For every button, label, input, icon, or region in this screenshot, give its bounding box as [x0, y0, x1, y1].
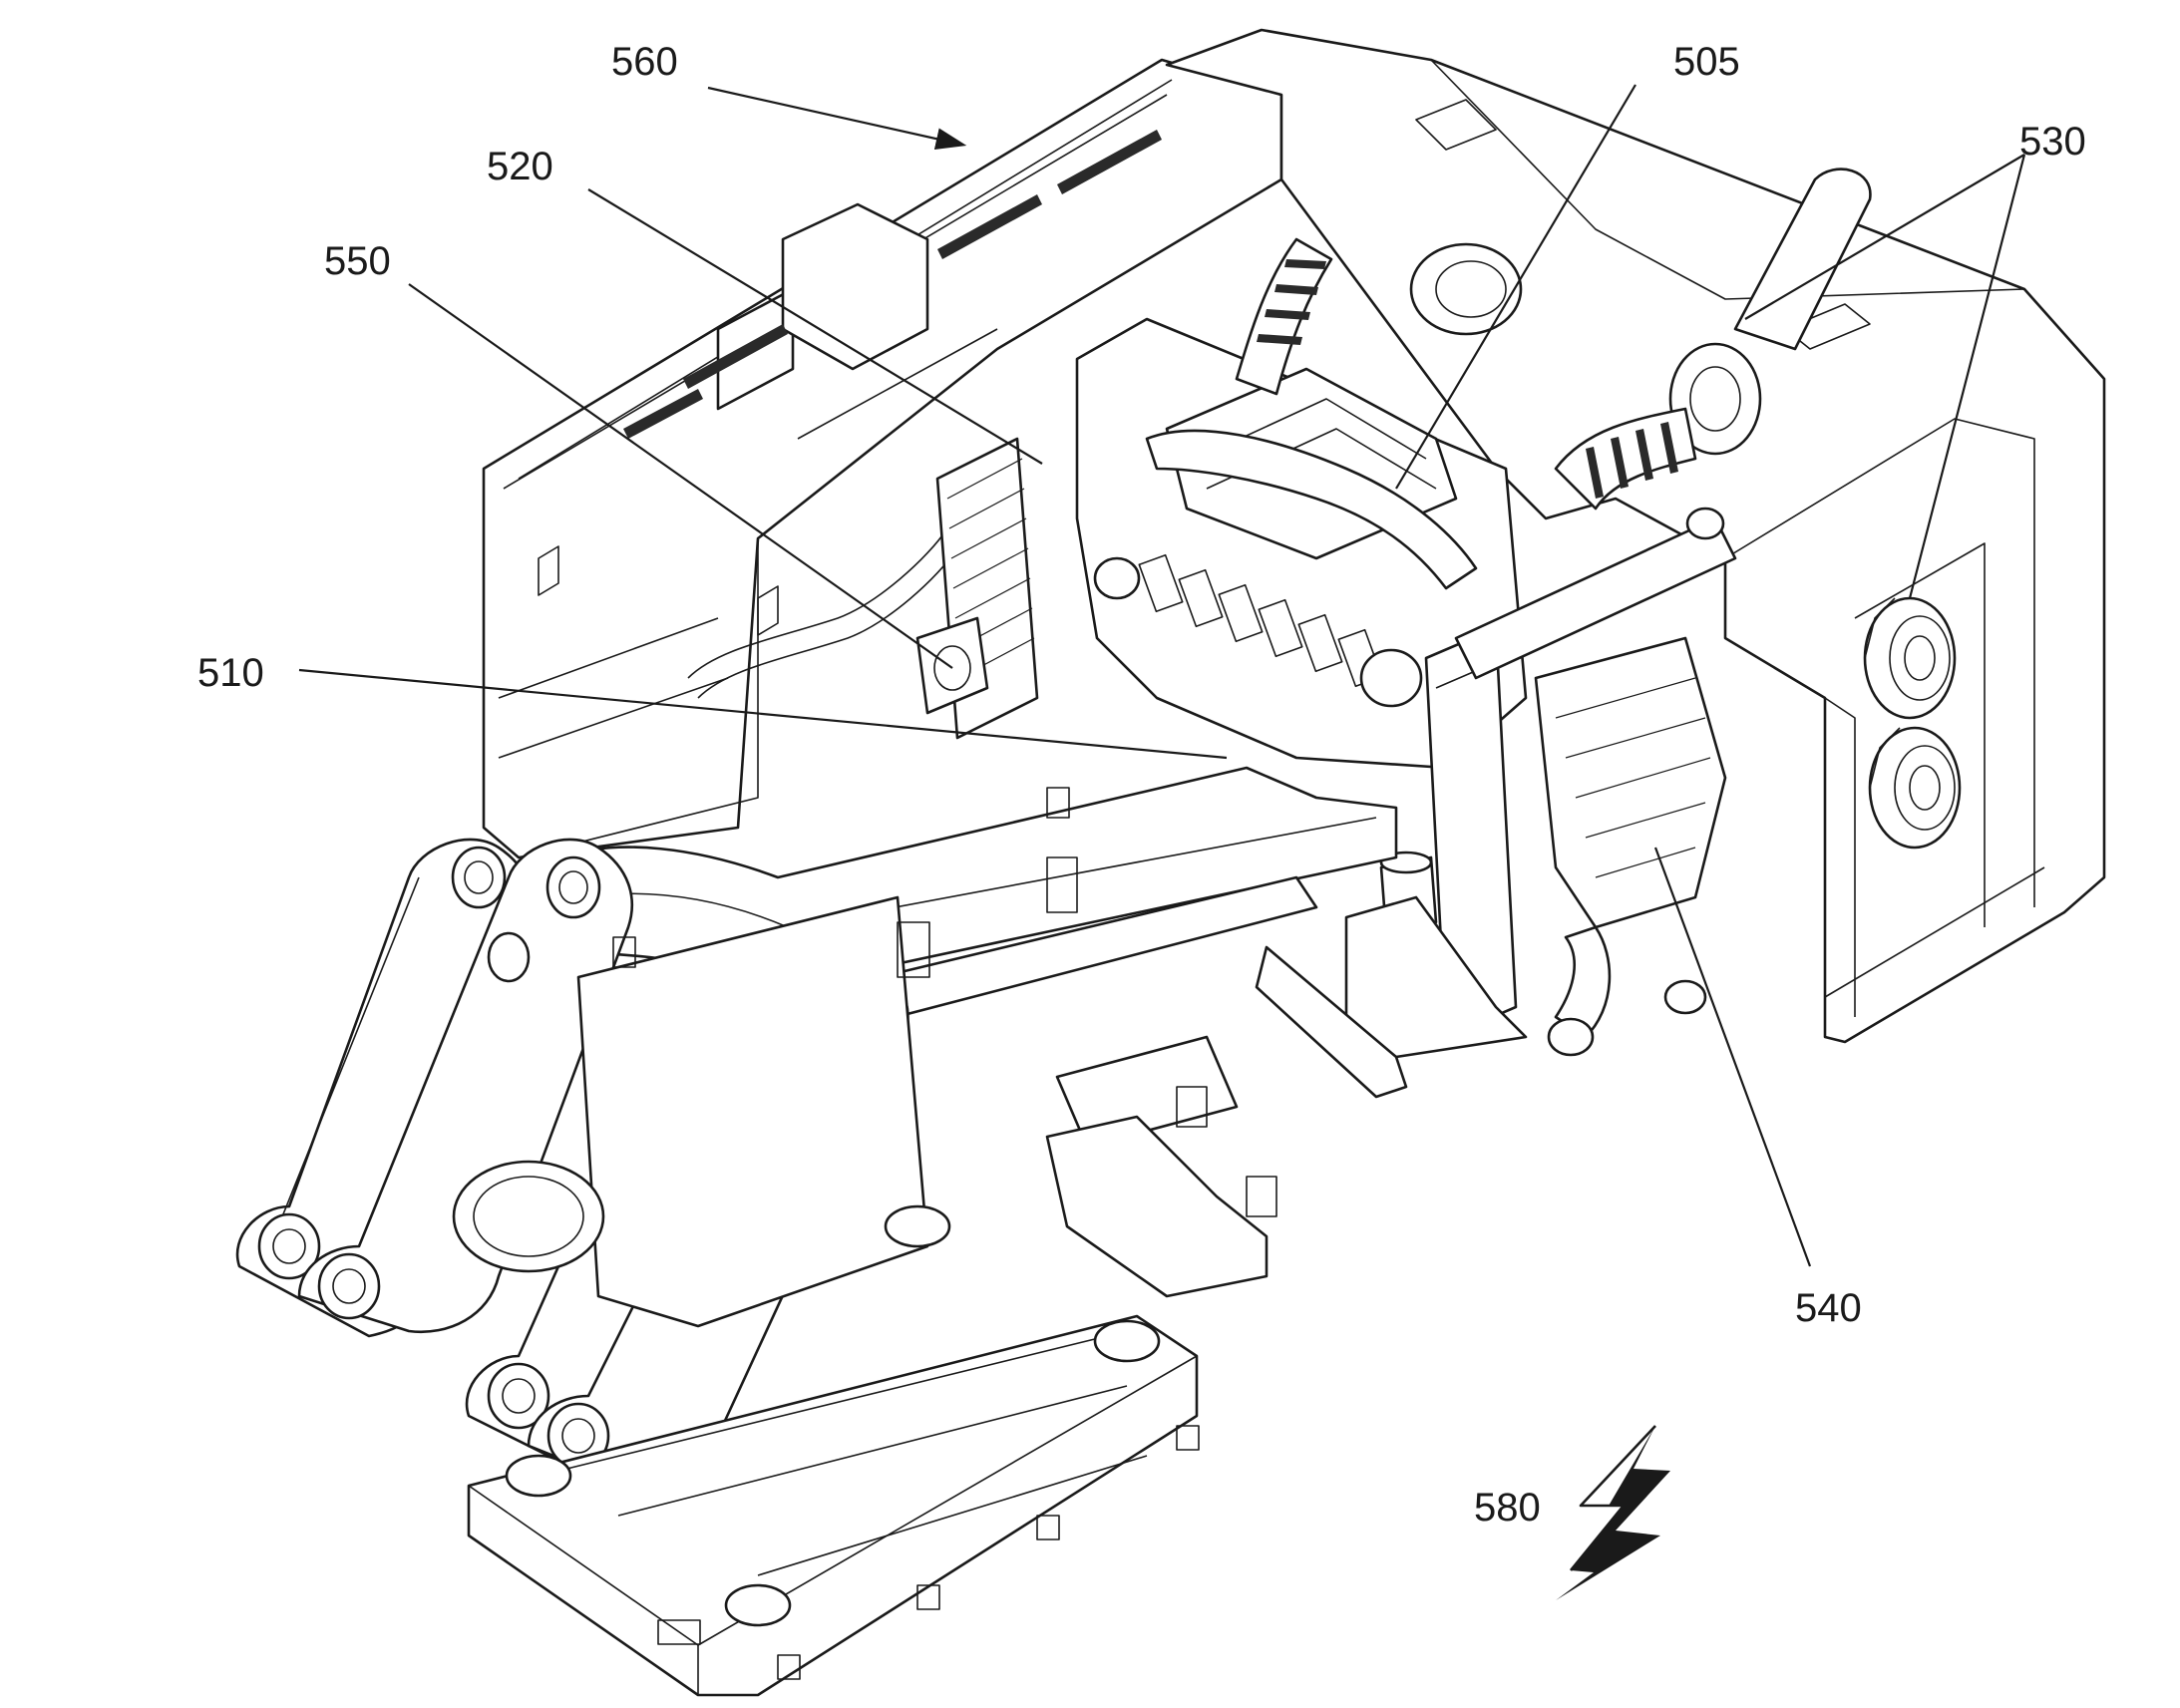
- lift-arm-left-inner: [297, 838, 633, 1334]
- label-580: 580: [1474, 1486, 1541, 1530]
- label-530: 530: [2019, 120, 2086, 164]
- label-550: 550: [324, 239, 391, 283]
- leader-505: [1395, 84, 1636, 490]
- leader-530a: [1744, 154, 2025, 320]
- label-540: 540: [1795, 1286, 1862, 1330]
- base-frame: [467, 1204, 1200, 1697]
- label-560: 560: [611, 40, 678, 84]
- fan-wheel-lower: [1868, 726, 1962, 850]
- leader-550: [408, 283, 953, 669]
- housing-right: [1165, 28, 2106, 1044]
- label-505: 505: [1673, 40, 1740, 84]
- label-520: 520: [487, 145, 553, 188]
- cylinder-row: [1138, 553, 1383, 688]
- leader-510: [298, 668, 1228, 760]
- fan-wheel-upper: [1863, 596, 1957, 720]
- label-510: 510: [197, 651, 264, 695]
- reference-labels: 560 520 550 505 530 510 540 580: [197, 40, 2086, 1530]
- leader-530b: [1908, 154, 2026, 599]
- leader-520: [587, 188, 1043, 465]
- chassis-frame: [235, 766, 1528, 1697]
- leader-540: [1653, 847, 1812, 1267]
- leader-lines: [298, 84, 2026, 1267]
- lightning-bolt-icon: [1556, 1425, 1670, 1600]
- leader-560: [707, 86, 967, 150]
